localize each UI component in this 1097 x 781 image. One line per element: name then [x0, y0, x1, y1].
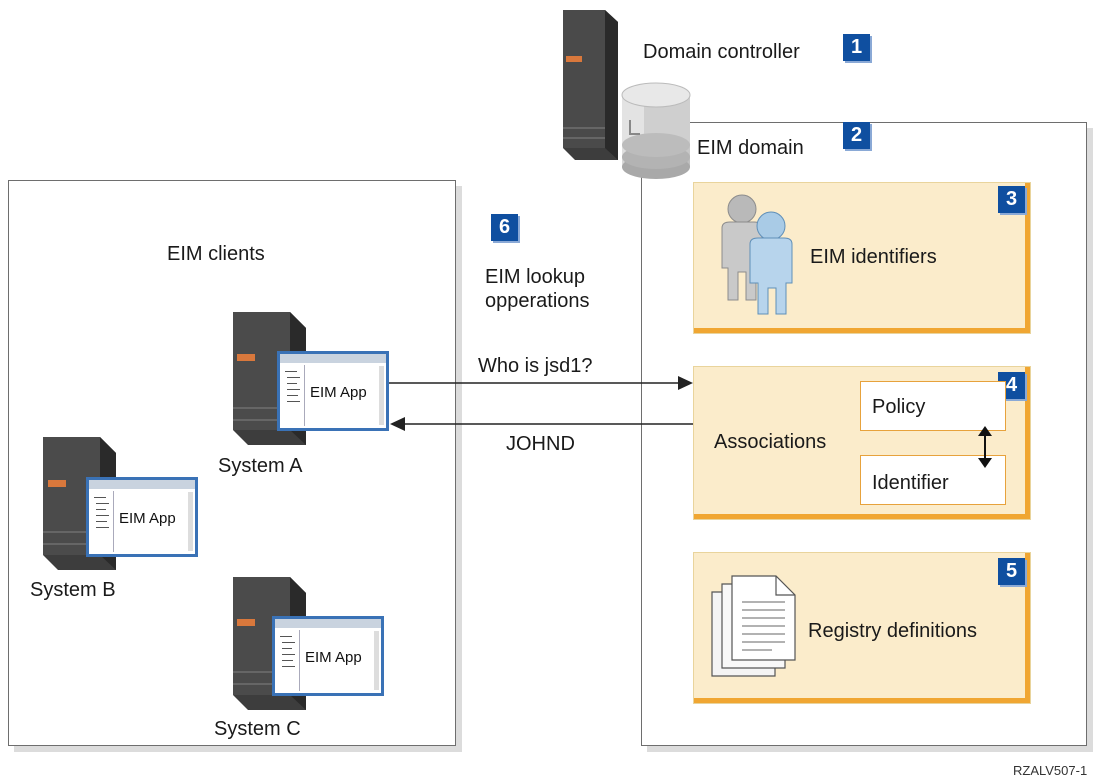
lookup-label-line1: EIM lookup — [485, 266, 586, 288]
system-b-label: System B — [30, 579, 116, 601]
badge-6: 6 — [491, 214, 518, 241]
policy-label: Policy — [872, 396, 926, 418]
badge-5: 5 — [998, 558, 1025, 585]
badge-3: 3 — [998, 186, 1025, 213]
badge-2: 2 — [843, 122, 870, 149]
eim-domain-label: EIM domain — [697, 137, 804, 159]
system-b-eim-app-window: EIM App — [86, 477, 198, 557]
figure-id: RZALV507-1 — [1013, 763, 1088, 778]
request-label: Who is jsd1? — [478, 355, 593, 377]
response-label: JOHND — [506, 433, 575, 455]
badge-1: 1 — [843, 34, 870, 61]
registry-definitions-label: Registry definitions — [808, 620, 977, 642]
eim-clients-label: EIM clients — [167, 243, 265, 265]
lookup-label-line2: opperations — [485, 290, 590, 312]
domain-controller-label: Domain controller — [643, 41, 800, 63]
eim-identifiers-label: EIM identifiers — [810, 246, 937, 268]
identifier-box — [860, 455, 1006, 505]
system-c-label: System C — [214, 718, 301, 740]
identifier-label: Identifier — [872, 472, 949, 494]
system-a-eim-app-window: EIM App — [277, 351, 389, 431]
system-c-app-label: EIM App — [305, 649, 362, 666]
system-b-app-label: EIM App — [119, 510, 176, 527]
system-c-eim-app-window: EIM App — [272, 616, 384, 696]
system-a-app-label: EIM App — [310, 384, 367, 401]
system-a-label: System A — [218, 455, 303, 477]
policy-box — [860, 381, 1006, 431]
associations-label: Associations — [714, 431, 827, 453]
